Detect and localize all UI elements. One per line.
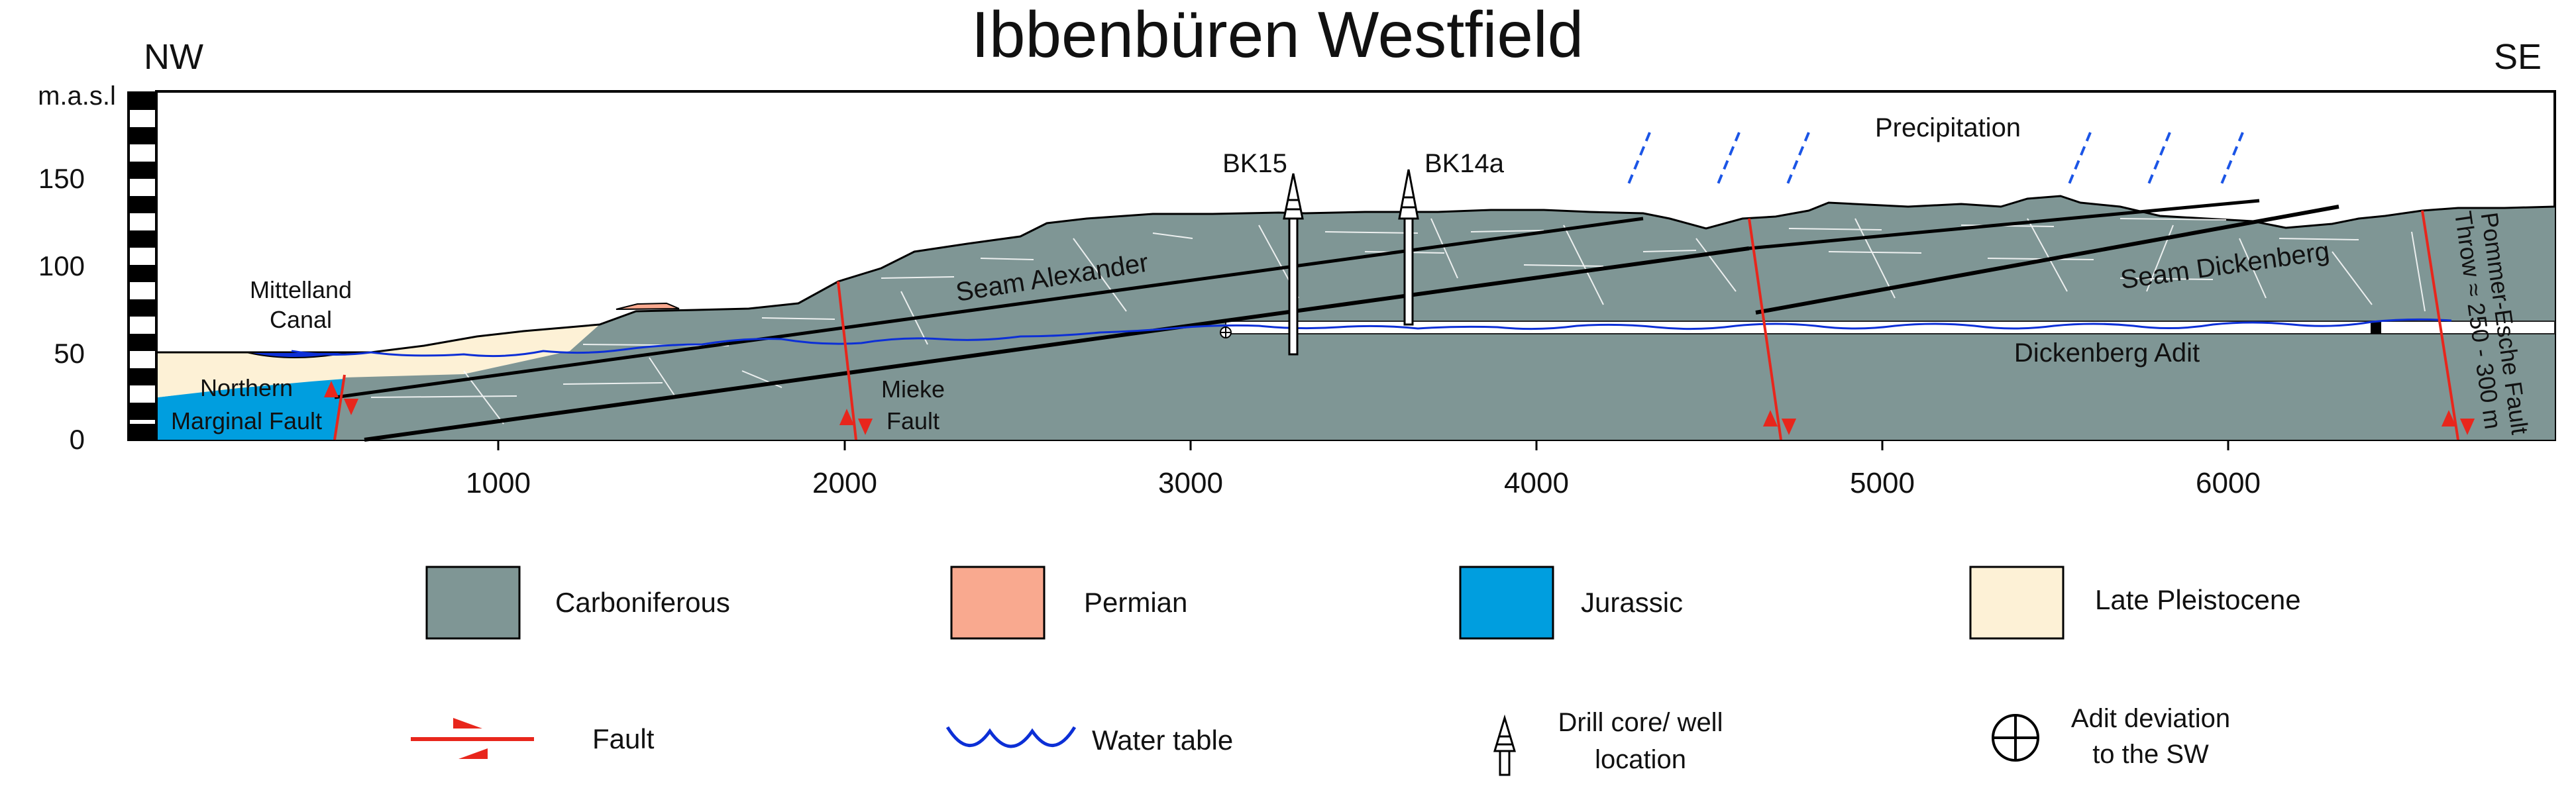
symbol-label-adit-2: to the SW (2092, 740, 2209, 769)
seam-dickenberg-line (1748, 199, 2260, 250)
nw-label: NW (144, 37, 203, 77)
y-axis-unit: m.a.s.l (38, 81, 116, 111)
legend-label-late-pleistocene: Late Pleistocene (2095, 584, 2301, 615)
well-bk14a (1398, 169, 1419, 326)
canal-label: Canal (270, 306, 332, 333)
figure-title: Ibbenbüren Westfield (971, 0, 1583, 71)
se-label: SE (2494, 37, 2542, 77)
y-tick-label: 150 (38, 163, 85, 194)
x-tick-label: 4000 (1504, 467, 1569, 499)
legend-swatch-jurassic (1459, 566, 1554, 640)
late-pleistocene-unit (158, 325, 600, 397)
seam-alexander-line (334, 217, 1644, 399)
fault-arrow-icon (411, 718, 534, 759)
x-tick-label: 6000 (2196, 467, 2261, 499)
legend-swatch-permian (950, 566, 1046, 640)
legend-label-carboniferous: Carboniferous (555, 587, 730, 618)
mittelland-label: Mittelland (250, 276, 352, 303)
symbol-label-drill-core-2: location (1595, 745, 1686, 774)
x-axis-ticks (497, 440, 2229, 450)
well-bk15 (1283, 173, 1304, 356)
x-tick-label: 1000 (466, 467, 531, 499)
dickenberg-adit-label: Dickenberg Adit (2014, 338, 2200, 368)
seam-alexander-lower-line (364, 246, 1750, 442)
legend-label-jurassic: Jurassic (1581, 587, 1683, 618)
mieke-fault-line (837, 281, 857, 440)
middle-fault-line (1748, 218, 1782, 440)
geology-section (158, 132, 2555, 442)
precipitation-label: Precipitation (1875, 113, 2021, 142)
y-tick-label: 100 (38, 250, 85, 281)
scale-bar (127, 91, 159, 441)
symbol-legend: Fault Water table Drill core/ well locat… (411, 704, 2230, 776)
water-table-line (291, 318, 2452, 358)
seam-dickenberg-lower-line (1755, 205, 2339, 315)
legend-swatch-carboniferous (425, 566, 521, 640)
mieke-label: Mieke (881, 376, 945, 403)
x-tick-label: 2000 (812, 467, 877, 499)
y-tick-label: 0 (70, 424, 85, 455)
jurassic-unit (158, 377, 345, 440)
well-label-bk14a: BK14a (1424, 149, 1505, 178)
x-tick-label: 5000 (1850, 467, 1915, 499)
x-tick-label: 3000 (1158, 467, 1223, 499)
symbol-label-adit-1: Adit deviation (2071, 704, 2230, 733)
y-tick-label: 50 (54, 338, 85, 369)
symbol-label-water-table: Water table (1092, 725, 1233, 756)
northern-label: Northern (200, 374, 293, 401)
symbol-label-fault: Fault (592, 723, 655, 754)
precipitation-dashes (1625, 132, 2244, 189)
northern-marginal-fault-line (333, 374, 346, 440)
legend-swatch-late-pleistocene (1969, 566, 2065, 640)
legend-label-permian: Permian (1084, 587, 1187, 618)
adit-deviation-marker (1220, 327, 1232, 338)
mieke-fault-label: Fault (886, 407, 939, 434)
water-table-icon (945, 726, 1077, 748)
permian-unit (616, 302, 680, 310)
marginal-fault-label: Marginal Fault (171, 407, 322, 434)
well-label-bk15: BK15 (1222, 149, 1287, 178)
adit-shaft-mark (2371, 321, 2381, 334)
carboniferous-unit (335, 196, 2555, 440)
fault-lines (323, 210, 2475, 440)
drill-core-icon (1493, 714, 1517, 776)
legend: Carboniferous Permian Jurassic Late Plei… (425, 566, 2301, 640)
pommer-esche-fault-line (2421, 210, 2459, 440)
adit-deviation-icon (1992, 714, 2039, 762)
symbol-label-drill-core-1: Drill core/ well (1558, 708, 1723, 737)
